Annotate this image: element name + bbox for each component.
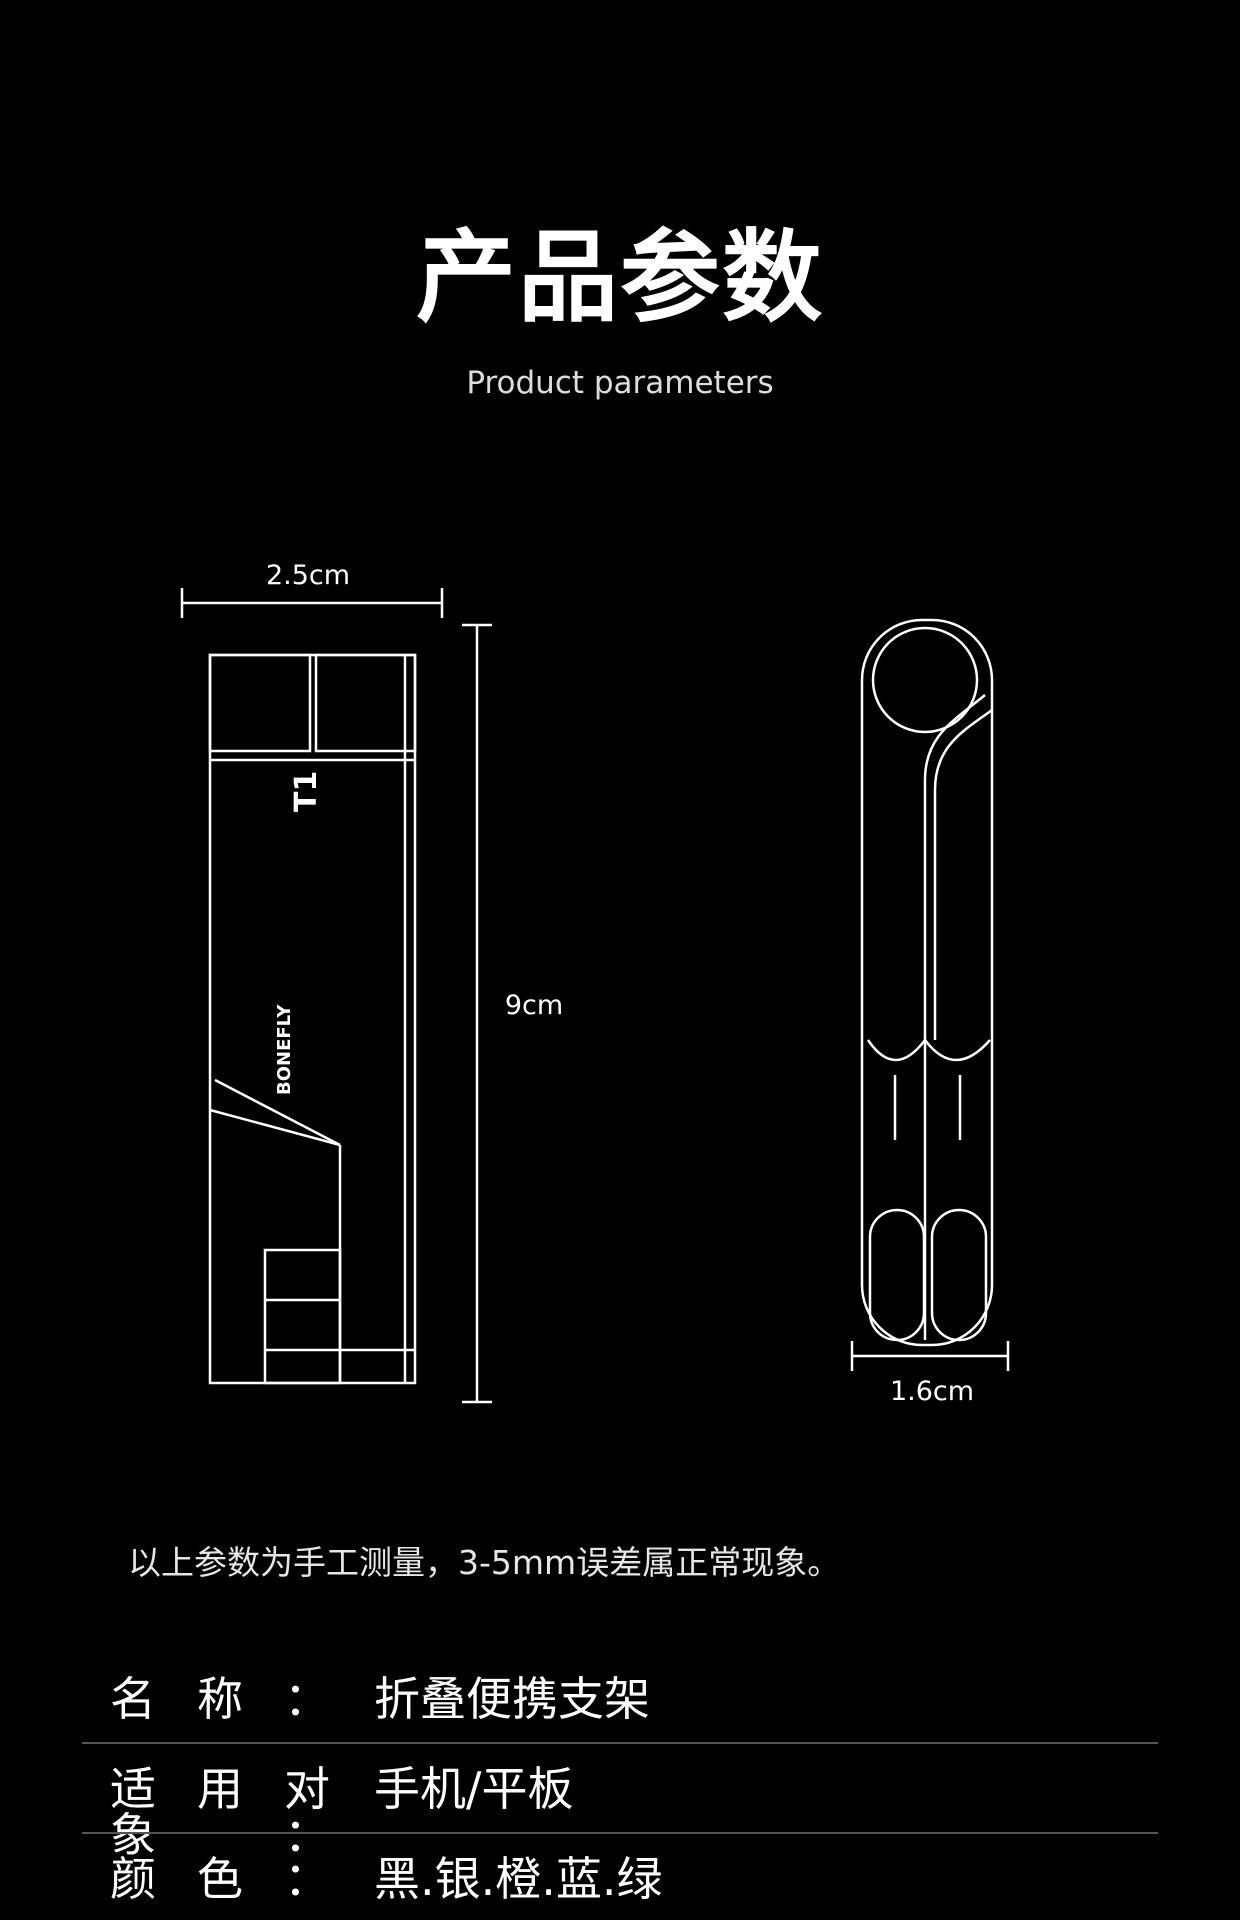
holder-front-view: [208, 653, 417, 1385]
spec-divider: [82, 1832, 1158, 1834]
model-label: T1: [289, 771, 324, 812]
height-label: 9cm: [505, 990, 563, 1021]
spec-label: 适用对象：: [110, 1762, 330, 1862]
page-title: 产品参数: [416, 219, 824, 336]
height-dimension-line: [462, 623, 492, 1404]
holder-side-view: [860, 618, 994, 1347]
spec-value: 折叠便携支架: [374, 1672, 650, 1726]
width-dimension-line: [180, 588, 444, 618]
product-dimension-diagram: BONEFLY T1 2.5cm 9cm 1.6cm: [180, 560, 1010, 1407]
width-label: 2.5cm: [266, 560, 350, 591]
depth-dimension-line: [850, 1341, 1010, 1371]
engraving-text: BONEFLY: [274, 1004, 295, 1095]
spec-label: 颜色：: [110, 1852, 330, 1906]
spec-value: 黑.银.橙.蓝.绿: [374, 1852, 663, 1906]
spec-value: 手机/平板: [374, 1762, 574, 1816]
model-label-group: T1: [289, 771, 324, 812]
engraving-brand: BONEFLY: [274, 1004, 295, 1095]
spec-label: 名称：: [110, 1672, 330, 1726]
page-subtitle: Product parameters: [466, 365, 774, 401]
depth-label: 1.6cm: [890, 1376, 974, 1407]
spec-divider: [82, 1742, 1158, 1744]
measurement-note: 以上参数为手工测量，3-5mm误差属正常现象。: [128, 1543, 841, 1582]
